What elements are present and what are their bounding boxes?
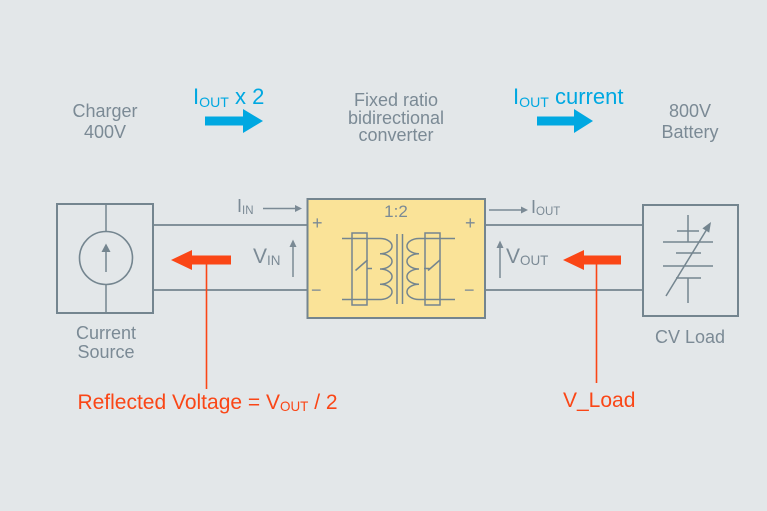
battery-line2: Battery <box>661 122 719 142</box>
secondary-switch-blade <box>427 259 441 272</box>
iout-x2-rest: x 2 <box>228 84 265 109</box>
current-source-symbol <box>56 203 154 314</box>
reflected-voltage-arrow <box>171 250 231 270</box>
converter-title: Fixed ratio bidirectional converter <box>320 90 472 145</box>
primary-switch-blade <box>355 259 368 272</box>
iin-arrow-head <box>295 205 302 212</box>
v-load-label: V_Load <box>563 389 636 412</box>
secondary-plus-sign: + <box>465 213 476 233</box>
ratio-label: 1:2 <box>384 202 408 221</box>
current-source-line2: Source <box>77 341 135 362</box>
iout-base: I <box>531 197 537 217</box>
signal-direction-arrows <box>263 205 528 278</box>
reflected-voltage-sub: OUT <box>280 399 309 415</box>
iout-x2-label: IOUT x 2 <box>193 84 264 110</box>
reflected-voltage-pre: Reflected Voltage = V <box>77 391 280 414</box>
vout-base: V <box>506 245 521 268</box>
iout-current-sub: OUT <box>519 93 549 110</box>
primary-plus-sign: + <box>312 213 323 233</box>
vin-label: VIN <box>253 245 280 269</box>
vin-arrow-head <box>289 239 297 247</box>
cv-variable-arrow-shaft <box>665 228 708 297</box>
current-source-line1: Current <box>75 323 137 343</box>
charger-line1: Charger <box>72 101 138 121</box>
secondary-minus-sign: − <box>464 280 475 300</box>
primary-winding <box>379 237 393 301</box>
red-annotations <box>171 250 621 389</box>
battery-label: 800V Battery <box>625 101 755 143</box>
vout-label: VOUT <box>506 245 548 269</box>
reflected-voltage-post: / 2 <box>308 391 338 414</box>
cv-load-box <box>642 204 739 317</box>
charger-label: Charger 400V <box>40 101 170 143</box>
converter-symbol <box>306 198 486 319</box>
battery-line1: 800V <box>668 101 712 121</box>
iout-current-arrow <box>537 109 593 133</box>
iout-x2-arrow <box>205 109 263 133</box>
iout-current-label: IOUT current <box>513 84 623 110</box>
iout-x2-sub: OUT <box>199 93 229 110</box>
iin-sub: IN <box>242 205 254 218</box>
v-load-arrow <box>563 250 621 270</box>
converter-title-line1: Fixed ratio <box>353 90 439 110</box>
cv-variable-arrow-head <box>702 222 711 233</box>
iout-x2-base: I <box>193 84 200 109</box>
iout-sub: OUT <box>536 206 561 219</box>
iout-label: IOUT <box>531 197 560 218</box>
iout-arrow-head <box>521 206 528 214</box>
vin-base: V <box>253 245 268 268</box>
wires <box>153 224 643 291</box>
cv-load-symbol <box>642 204 739 317</box>
reflected-voltage-label: Reflected Voltage = VOUT / 2 <box>60 391 355 415</box>
cv-load-internals <box>663 215 713 303</box>
current-source-arrow-head <box>101 243 111 252</box>
vin-sub: IN <box>267 253 281 269</box>
flow-arrows <box>205 109 593 133</box>
vout-arrow-head <box>496 240 504 248</box>
current-source-box <box>56 203 154 314</box>
cv-load-label: CV Load <box>654 327 726 347</box>
iin-label: IIN <box>237 196 254 217</box>
current-source-label: Current Source <box>41 324 171 361</box>
converter-title-line2: bidirectional <box>347 107 445 128</box>
charger-line2: 400V <box>83 122 127 142</box>
secondary-winding <box>406 237 420 301</box>
iout-current-rest: current <box>548 84 624 109</box>
converter-internals <box>342 232 455 306</box>
vout-sub: OUT <box>520 253 549 269</box>
converter-title-line3: converter <box>358 125 434 145</box>
iin-base: I <box>237 196 243 216</box>
primary-minus-sign: − <box>311 280 322 300</box>
iout-current-base: I <box>513 84 520 109</box>
